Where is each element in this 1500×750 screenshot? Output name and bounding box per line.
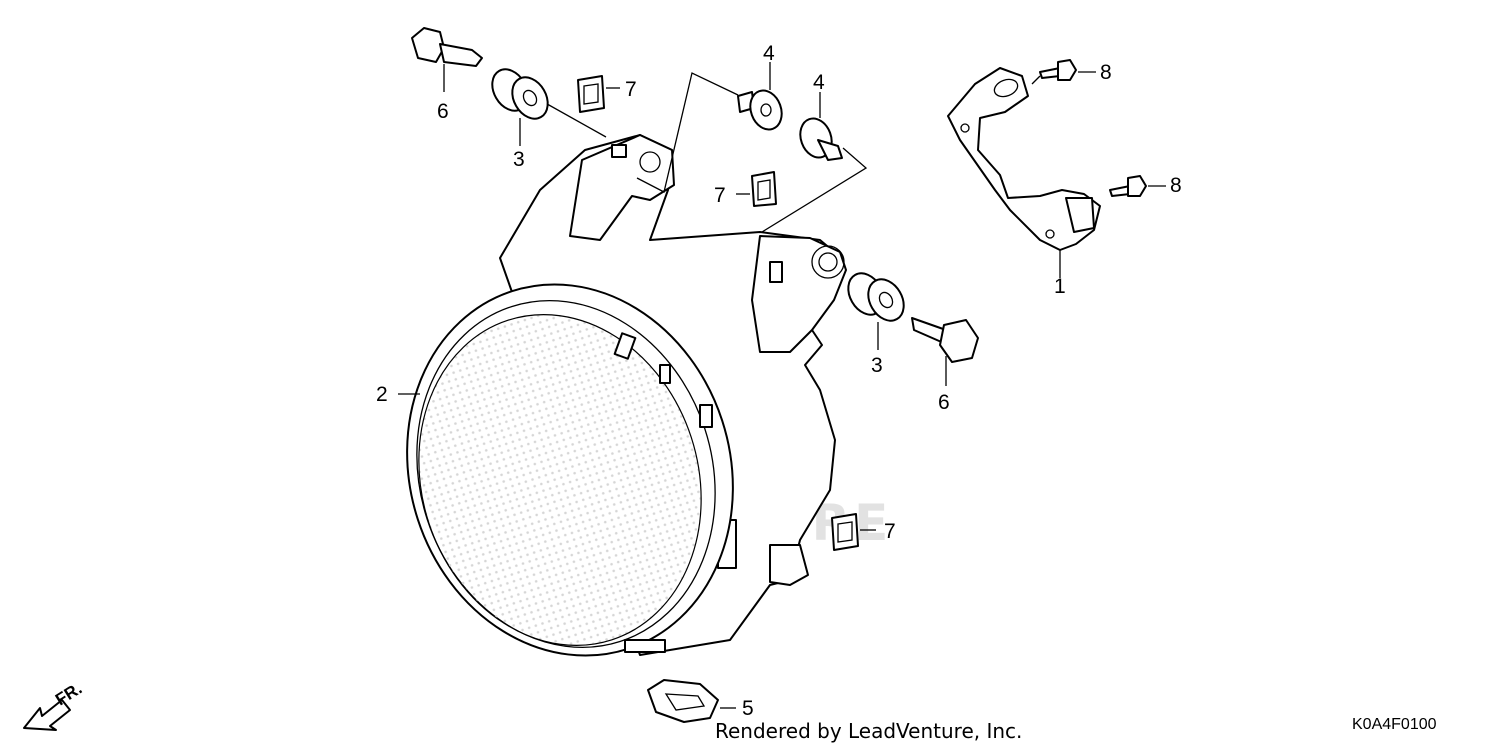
- callout-8-upper: 8: [1100, 61, 1112, 84]
- callout-2: 2: [376, 383, 388, 406]
- collar-part-4-lower[interactable]: [795, 92, 843, 162]
- reference-lines: [539, 72, 868, 233]
- front-direction-indicator: FR.: [23, 679, 85, 731]
- diagram-code: K0A4F0100: [1352, 716, 1437, 733]
- callout-6-upper: 6: [437, 100, 449, 123]
- callout-7-bottom: 7: [884, 520, 896, 543]
- callout-3-upper: 3: [513, 148, 525, 171]
- grommet-part-3-upper[interactable]: [485, 63, 555, 146]
- callout-6-lower: 6: [938, 391, 950, 414]
- callout-4-upper: 4: [763, 42, 775, 65]
- clip-part-7-bottom[interactable]: [831, 513, 876, 551]
- screw-part-8-lower[interactable]: [1109, 175, 1166, 197]
- headlight-stay-part-1[interactable]: [947, 67, 1101, 278]
- grommet-part-5[interactable]: [647, 679, 736, 723]
- grommet-part-3-lower[interactable]: [841, 267, 911, 350]
- callout-1: 1: [1054, 275, 1066, 298]
- render-credit: Rendered by LeadVenture, Inc.: [715, 719, 1023, 743]
- callout-8-lower: 8: [1170, 174, 1182, 197]
- front-arrow-icon: [23, 699, 71, 731]
- clip-part-7-top[interactable]: [577, 75, 620, 113]
- callout-5: 5: [742, 697, 754, 720]
- screw-part-8-upper[interactable]: [1031, 59, 1096, 85]
- bolt-part-6-upper[interactable]: [411, 27, 483, 92]
- callout-4-lower: 4: [813, 71, 825, 94]
- collar-part-4-upper[interactable]: [737, 62, 787, 134]
- callout-7-top: 7: [625, 78, 637, 101]
- bolt-part-6-lower[interactable]: [911, 317, 979, 386]
- callout-7-middle: 7: [714, 184, 726, 207]
- clip-part-7-middle[interactable]: [736, 171, 777, 207]
- headlight-assembly[interactable]: [360, 134, 847, 698]
- callout-3-lower: 3: [871, 354, 883, 377]
